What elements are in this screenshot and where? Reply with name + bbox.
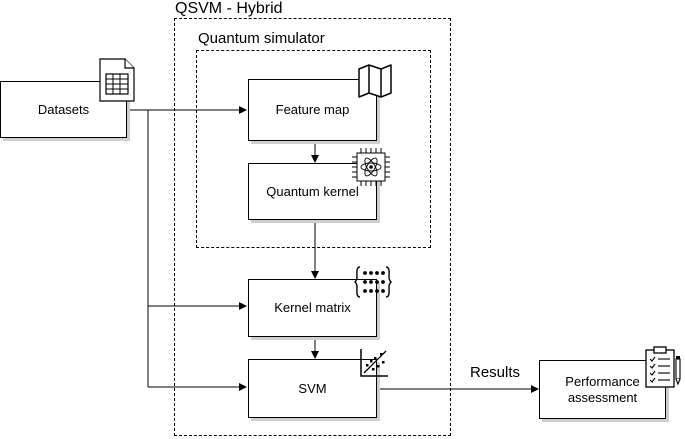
qsvm-hybrid-group (174, 18, 451, 436)
kernel-matrix-label: Kernel matrix (274, 300, 351, 315)
matrix-dots-icon (354, 266, 392, 298)
performance-label-line2: assessment (567, 389, 638, 405)
performance-assessment-node[interactable]: Performance assessment (539, 360, 666, 419)
quantum-kernel-label: Quantum kernel (266, 183, 359, 199)
spreadsheet-icon (99, 58, 135, 102)
svm-label: SVM (298, 380, 327, 396)
quantum-simulator-title: Quantum simulator (198, 30, 325, 47)
scatter-plot-icon (360, 349, 388, 377)
quantum-simulator-group (196, 50, 431, 248)
atom-chip-icon (352, 148, 390, 186)
datasets-label: Datasets (37, 101, 90, 117)
kernel-matrix-node[interactable]: Kernel matrix (248, 279, 377, 337)
qsvm-hybrid-title: QSVM - Hybrid (175, 0, 283, 17)
feature-map-node[interactable]: Feature map (248, 79, 377, 141)
feature-map-label: Feature map (275, 102, 350, 117)
svm-node[interactable]: SVM (248, 359, 377, 418)
performance-label-line1: Performance (565, 373, 640, 389)
map-icon (358, 64, 392, 98)
results-label: Results (470, 364, 521, 381)
clipboard-checklist-icon (645, 346, 681, 388)
